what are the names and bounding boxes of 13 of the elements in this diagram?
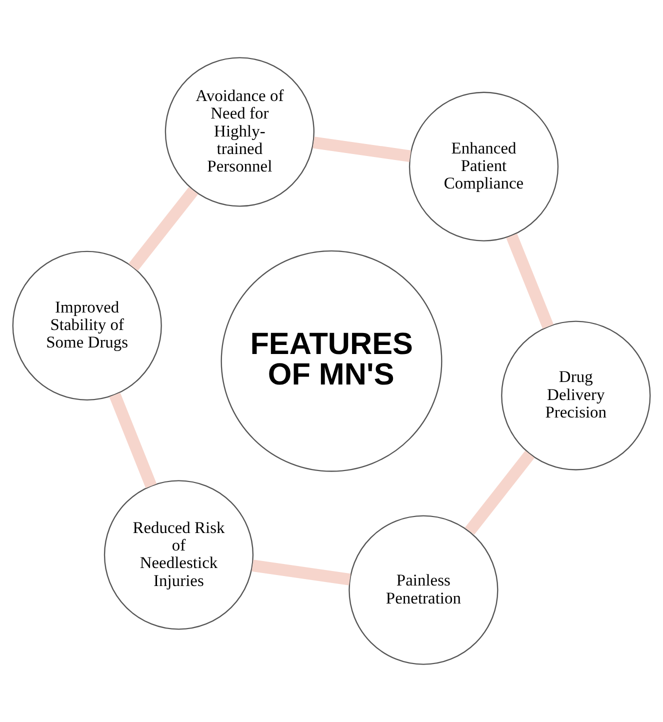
node-circle: Improved Stability of Some Drugs (12, 250, 162, 401)
node-circle: Reduced Risk of Needlestick Injuries (104, 480, 254, 630)
node-circle: Enhanced Patient Compliance (408, 92, 559, 242)
node-circle: Painless Penetration (348, 515, 498, 665)
connector (464, 450, 535, 535)
connector (128, 186, 198, 271)
node-circle: Avoidance of Need for Highly-trained Personnel (164, 57, 314, 207)
connector (312, 136, 412, 162)
connector (109, 392, 157, 488)
connector (252, 560, 351, 586)
node-circle: FEATURES OF MN'S (220, 250, 442, 472)
connector (506, 234, 554, 329)
node-circle: Drug Delivery Precision (501, 320, 651, 470)
